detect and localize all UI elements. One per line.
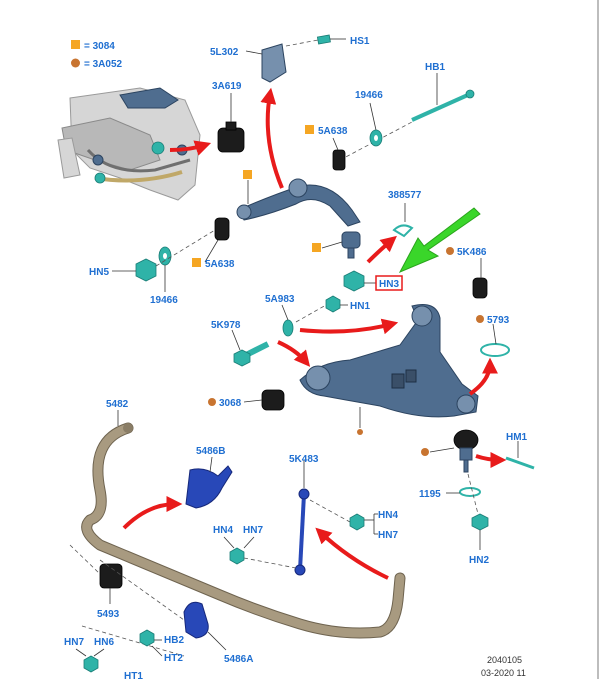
label-hn6: HN6 — [94, 637, 114, 648]
part-5a983-washer: 5A983 — [265, 294, 295, 337]
part-5l302-bracket: 5L302 — [210, 43, 287, 83]
footer-date: 03-2020 11 — [481, 668, 526, 678]
legend-square-marker — [71, 40, 80, 49]
diagram-footer: 2040105 03-2020 11 — [481, 655, 526, 678]
part-lower-ball-joint — [421, 429, 479, 473]
part-19466-washer-top: 19466 — [355, 90, 383, 147]
label-3a619: 3A619 — [212, 81, 242, 92]
part-upper-control-arm — [236, 170, 361, 227]
part-hs1-screw: HS1 — [285, 34, 370, 47]
vehicle-frame-illustration — [57, 87, 201, 201]
part-5a638-bushing-top: 5A638 — [305, 125, 348, 171]
label-1195: 1195 — [419, 489, 441, 500]
label-hn3: HN3 — [379, 279, 399, 290]
label-hn4-right: HN4 — [378, 510, 398, 521]
arrow-to-5793 — [468, 357, 498, 396]
arrow-to-5486b — [122, 496, 183, 530]
label-5k483: 5K483 — [289, 454, 319, 465]
part-hn4-hn7-right: HN4 HN7 — [309, 499, 398, 541]
part-5493-bushing: 5493 — [69, 544, 123, 620]
part-5486b-bracket: 5486B — [185, 446, 233, 509]
part-bottom-fasteners: HB2 HT2 HN7 HN6 HT1 — [64, 625, 184, 679]
part-388577-clip: 388577 — [388, 190, 422, 238]
part-5k486-bushing: 5K486 — [446, 247, 488, 299]
label-hn4-left: HN4 — [213, 525, 233, 536]
label-5a983: 5A983 — [265, 294, 295, 305]
label-5486a: 5486A — [224, 654, 253, 665]
label-19466-bottom: 19466 — [150, 295, 178, 306]
label-hs1: HS1 — [350, 36, 370, 47]
label-3068: 3068 — [219, 398, 242, 409]
part-5k483-link: 5K483 — [289, 454, 319, 576]
label-5k978: 5K978 — [211, 320, 241, 331]
part-5k978-bolt: 5K978 — [211, 320, 270, 367]
arrow-to-3a619 — [169, 140, 212, 156]
part-5482-stabilizer-bar: 5482 — [81, 399, 406, 639]
label-5l302: 5L302 — [210, 47, 239, 58]
label-5k486: 5K486 — [457, 247, 487, 258]
label-hn7-left: HN7 — [243, 525, 263, 536]
legend: = 3084 = 3A052 — [71, 40, 123, 70]
label-hn2: HN2 — [469, 555, 489, 566]
part-hn2-nut: HN2 — [467, 473, 489, 566]
green-pointer-arrow — [398, 207, 481, 274]
label-ht2: HT2 — [164, 653, 183, 664]
label-hn1: HN1 — [350, 301, 370, 312]
label-5793: 5793 — [487, 315, 510, 326]
part-3a619-bushing: 3A619 — [212, 81, 245, 153]
label-5486b: 5486B — [196, 446, 225, 457]
legend-circle-label: = 3A052 — [84, 59, 123, 70]
label-ht1: HT1 — [124, 671, 143, 679]
arrow-to-5k483 — [315, 527, 389, 580]
label-hn7-right: HN7 — [378, 530, 398, 541]
arrow-to-hm1 — [475, 451, 507, 468]
part-1195-washer: 1195 — [419, 487, 481, 500]
legend-square-label: = 3084 — [84, 41, 115, 52]
part-hn3-nut: HN3 — [343, 270, 403, 292]
part-5a638-bushing-bottom: 5A638 — [155, 217, 235, 270]
label-5493: 5493 — [97, 609, 120, 620]
label-hn7-bottom: HN7 — [64, 637, 84, 648]
legend-circle-marker — [71, 58, 80, 68]
arrow-to-5l302 — [260, 87, 284, 189]
part-lower-control-arm — [299, 304, 479, 435]
label-388577: 388577 — [388, 190, 422, 201]
label-5a638-top: 5A638 — [318, 126, 348, 137]
footer-code: 2040105 — [487, 655, 522, 665]
arrow-to-lower-arm-side — [277, 340, 311, 367]
label-hb2: HB2 — [164, 635, 184, 646]
arrow-to-lower-arm-top — [299, 318, 399, 335]
part-5486a-bracket: 5486A — [99, 559, 253, 665]
label-hb1: HB1 — [425, 62, 445, 73]
label-5a638-bottom: 5A638 — [205, 259, 235, 270]
part-upper-ball-joint — [312, 231, 361, 259]
part-hm1-pin: HM1 — [505, 432, 535, 470]
part-hn1-nut: HN1 — [295, 295, 370, 323]
part-hb1-bolt: HB1 — [339, 62, 475, 161]
label-hm1: HM1 — [506, 432, 528, 443]
part-hn4-hn7-left: HN4 HN7 — [213, 525, 297, 569]
hn3-highlight-box — [375, 275, 403, 291]
label-5482: 5482 — [106, 399, 129, 410]
arrow-to-388577 — [366, 235, 397, 264]
part-19466-washer-bottom: 19466 — [150, 246, 178, 306]
part-hn5-nut: HN5 — [89, 258, 157, 282]
part-5793-ring: 5793 — [476, 315, 510, 357]
label-19466-top: 19466 — [355, 90, 383, 101]
part-3068-bushing: 3068 — [208, 389, 285, 411]
label-hn5: HN5 — [89, 267, 109, 278]
